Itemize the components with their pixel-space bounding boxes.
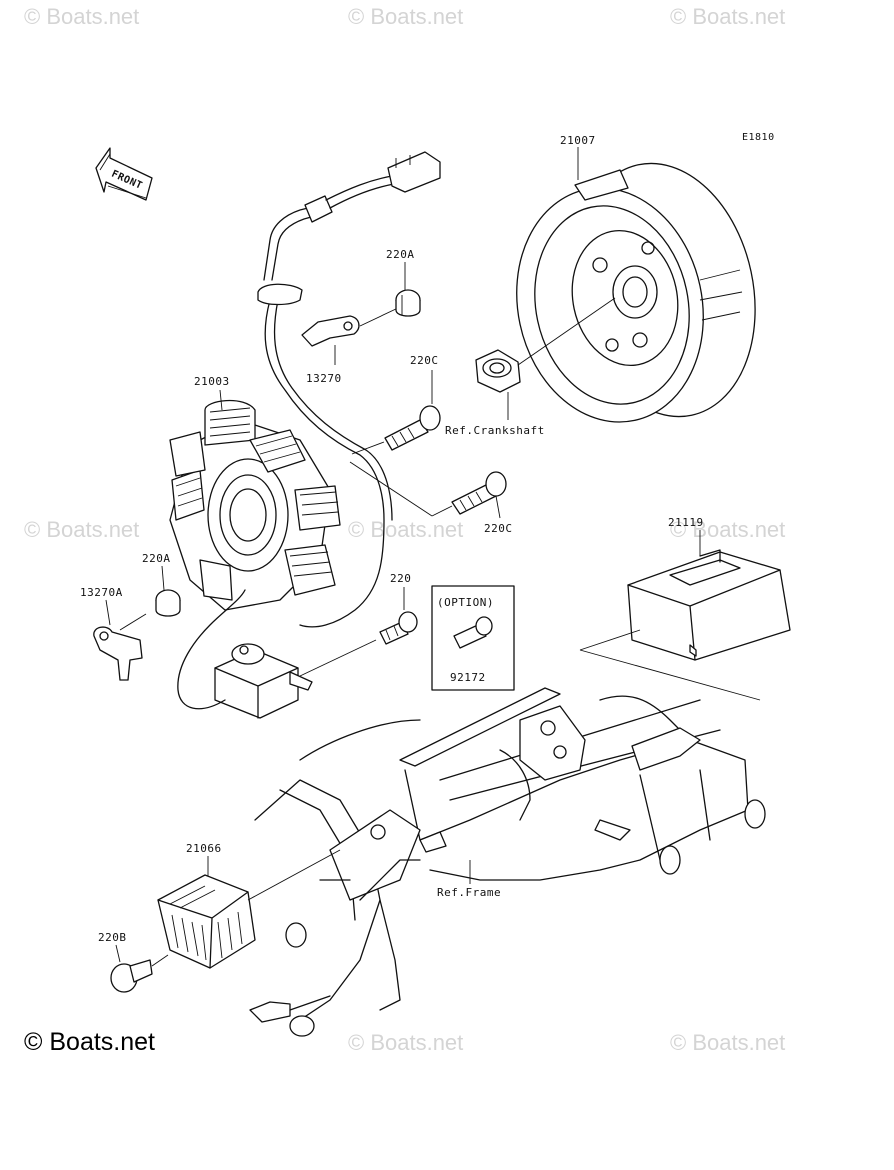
stator-harness-part bbox=[257, 151, 441, 628]
watermark: © Boats.net bbox=[670, 4, 786, 29]
watermark: © Boats.net bbox=[670, 517, 786, 542]
bolt-220A-top-part bbox=[395, 289, 421, 317]
part-number-13270: 13270 bbox=[306, 372, 342, 385]
part-number-21119: 21119 bbox=[668, 516, 704, 529]
part-number-220A-top: 220A bbox=[386, 248, 415, 261]
pickup-coil-part bbox=[177, 589, 313, 719]
option-box: (OPTION) 92172 bbox=[431, 585, 515, 691]
part-number-21003: 21003 bbox=[194, 375, 230, 388]
watermark: © Boats.net bbox=[24, 517, 140, 542]
watermark: © Boats.net bbox=[348, 4, 464, 29]
part-number-220B: 220B bbox=[98, 931, 127, 944]
part-number-220C-right: 220C bbox=[484, 522, 513, 535]
flywheel-nut-part bbox=[475, 349, 521, 393]
watermark: © Boats.net bbox=[670, 1030, 786, 1055]
part-number-92172: 92172 bbox=[450, 671, 486, 684]
bolt-220C-right-part bbox=[451, 471, 507, 515]
cdi-unit-part bbox=[627, 549, 791, 661]
part-number-13270A: 13270A bbox=[80, 586, 123, 599]
front-arrow-icon: FRONT bbox=[95, 147, 153, 201]
regulator-part bbox=[157, 874, 256, 969]
bolt-220A-left-part bbox=[155, 589, 181, 617]
diagram-code: E1810 bbox=[742, 132, 775, 143]
watermark: © Boats.net bbox=[348, 517, 464, 542]
ref-crankshaft: Ref.Crankshaft bbox=[445, 424, 545, 437]
watermark: © Boats.net bbox=[24, 4, 140, 29]
clamp-plate-13270A-part bbox=[93, 626, 143, 681]
part-number-21066: 21066 bbox=[186, 842, 222, 855]
part-number-220C-top: 220C bbox=[410, 354, 439, 367]
watermark: © Boats.net bbox=[348, 1030, 464, 1055]
bolt-220-part bbox=[379, 611, 418, 645]
bolt-220B-part bbox=[110, 959, 153, 993]
part-number-220: 220 bbox=[390, 572, 411, 585]
option-label: (OPTION) bbox=[437, 596, 494, 609]
part-number-21007: 21007 bbox=[560, 134, 596, 147]
clamp-plate-13270-part bbox=[301, 315, 360, 347]
stator-part bbox=[169, 399, 341, 611]
flywheel-part bbox=[516, 162, 756, 423]
bolt-220C-top-part bbox=[384, 405, 441, 451]
ref-frame: Ref.Frame bbox=[437, 886, 501, 899]
frame-part bbox=[249, 687, 766, 1037]
part-number-220A-left: 220A bbox=[142, 552, 171, 565]
copyright-text: © Boats.net bbox=[24, 1028, 155, 1056]
